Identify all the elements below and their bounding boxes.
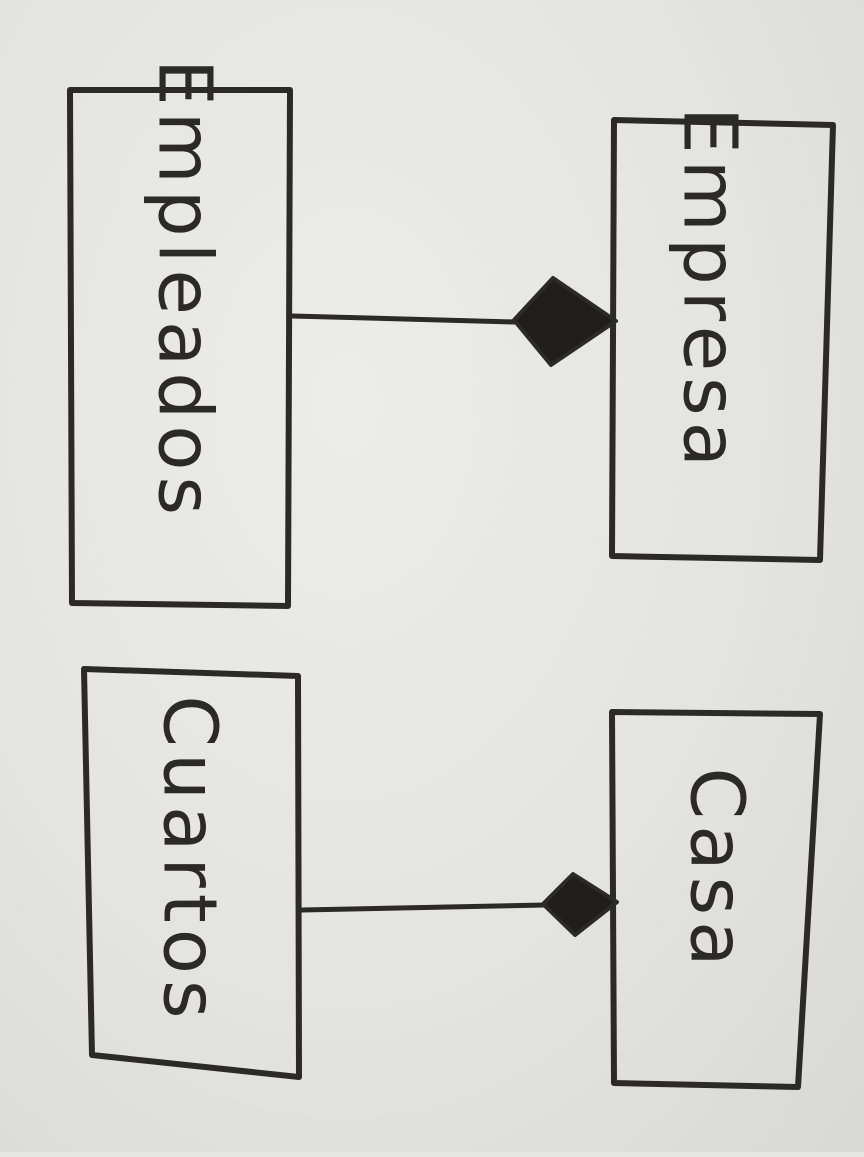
class-box-cuartos	[81, 666, 302, 1080]
composition-empresa-empleados: Empleados Empresa	[67, 59, 836, 609]
composition-diamond-empresa	[512, 276, 618, 367]
class-label-casa: Casa	[673, 768, 759, 973]
composition-casa-cuartos: Cuartos Casa	[81, 666, 823, 1090]
class-label-empresa: Empresa	[666, 107, 752, 473]
class-label-empleados: Empleados	[141, 59, 227, 521]
composition-diamond-casa	[541, 872, 619, 937]
class-box-casa	[609, 709, 823, 1090]
association-line-casa-cuartos	[299, 902, 548, 913]
class-label-cuartos: Cuartos	[146, 695, 232, 1024]
class-box-empleados	[67, 87, 293, 609]
association-line-empresa-empleados	[289, 313, 518, 325]
class-box-empresa	[609, 117, 836, 563]
